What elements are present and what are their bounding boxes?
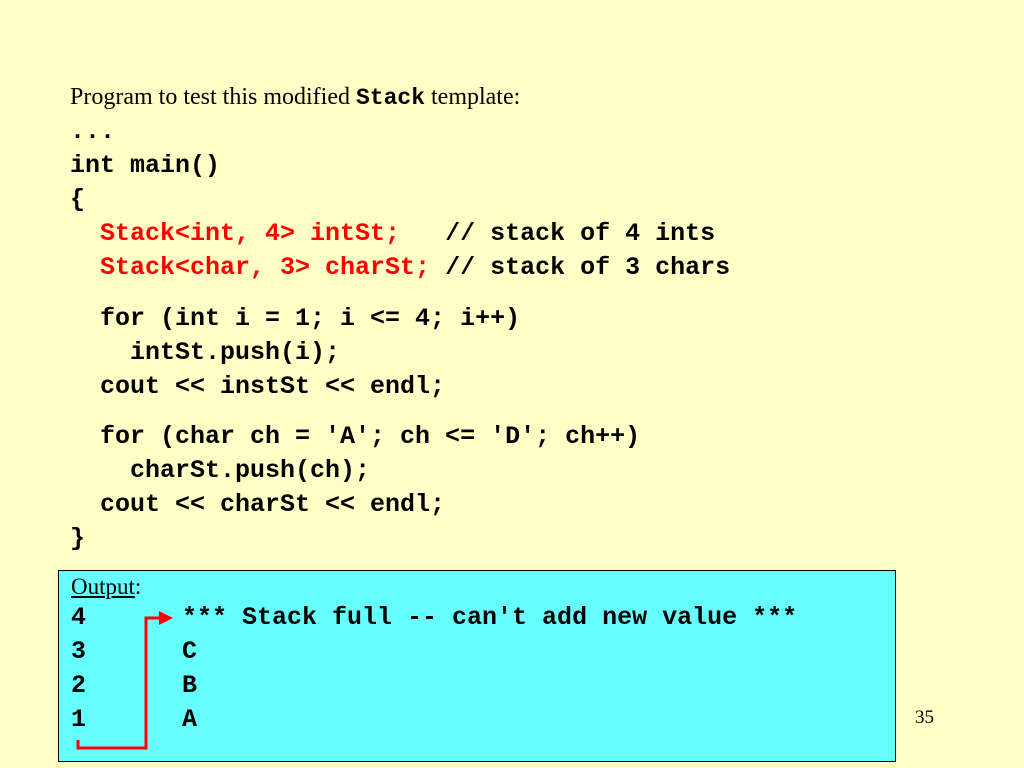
code-push-int: intSt.push(i); bbox=[70, 338, 341, 367]
code-for-int: for (int i = 1; i <= 4; i++) bbox=[70, 304, 521, 333]
output-label: Output: bbox=[71, 574, 141, 600]
output-label-text: Output bbox=[71, 574, 135, 599]
decl-intst-code: Stack<int, 4> intSt; bbox=[70, 219, 401, 248]
code-push-char: charSt.push(ch); bbox=[70, 456, 371, 485]
output-label-colon: : bbox=[134, 574, 142, 599]
output-int-line: 2 bbox=[71, 671, 87, 700]
code-decl-intst: Stack<int, 4> intSt; // stack of 4 ints bbox=[70, 217, 715, 251]
code-main-signature: int main() bbox=[70, 151, 221, 180]
output-int-line: 1 bbox=[71, 705, 87, 734]
arrow-head-icon bbox=[159, 611, 173, 625]
code-decl-charst: Stack<char, 3> charSt; // stack of 3 cha… bbox=[70, 251, 730, 285]
output-char-line: C bbox=[182, 637, 198, 666]
output-panel: Output: 4 3 2 1 *** Stack full -- can't … bbox=[58, 570, 896, 762]
code-cout-char: cout << charSt << endl; bbox=[70, 490, 446, 519]
output-int-line: 4 bbox=[71, 603, 87, 632]
intro-prefix: Program to test this modified bbox=[70, 84, 356, 110]
page-number: 35 bbox=[915, 707, 934, 728]
slide-intro: Program to test this modified Stack temp… bbox=[70, 84, 520, 111]
decl-charst-comment: // stack of 3 chars bbox=[430, 253, 731, 282]
output-int-line: 3 bbox=[71, 637, 87, 666]
intro-keyword: Stack bbox=[355, 85, 425, 111]
code-ellipsis: ... bbox=[70, 117, 116, 146]
output-char-line: B bbox=[182, 671, 198, 700]
code-for-char: for (char ch = 'A'; ch <= 'D'; ch++) bbox=[70, 422, 641, 451]
decl-intst-comment: // stack of 4 ints bbox=[400, 219, 716, 248]
code-cout-int: cout << instSt << endl; bbox=[70, 372, 446, 401]
pop-order-arrow-icon bbox=[76, 611, 173, 750]
decl-charst-code: Stack<char, 3> charSt; bbox=[70, 253, 431, 282]
code-open-brace: { bbox=[70, 185, 86, 214]
output-char-line: A bbox=[182, 705, 198, 734]
output-char-line: *** Stack full -- can't add new value **… bbox=[182, 603, 798, 632]
code-close-brace: } bbox=[70, 524, 86, 553]
intro-suffix: template: bbox=[425, 84, 521, 110]
arrow-path bbox=[76, 616, 164, 750]
